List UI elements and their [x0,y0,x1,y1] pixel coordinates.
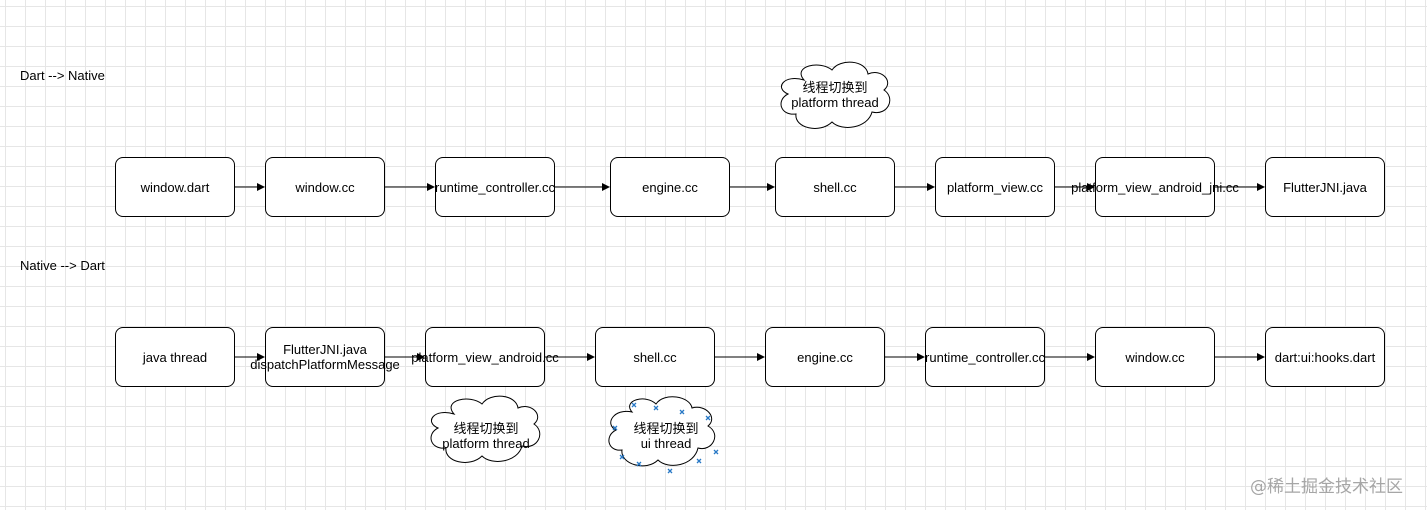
node-label: engine.cc [797,349,853,365]
cloud-label-3: 线程切换到 ui thread [633,421,699,451]
node-platform-view-cc[interactable]: platform_view.cc [935,157,1055,217]
node-runtime-controller-cc[interactable]: runtime_controller.cc [435,157,555,217]
node-runtime-controller-cc-2[interactable]: runtime_controller.cc [925,327,1045,387]
node-shell-cc-2[interactable]: shell.cc [595,327,715,387]
node-label: dart:ui:hooks.dart [1274,349,1376,365]
node-label: FlutterJNI.java dispatchPlatformMessage [250,342,400,372]
cloud-label-2: 线程切换到 platform thread [442,421,530,451]
node-label: platform_view_android_jni.cc [1071,179,1239,195]
node-label: window.cc [295,179,355,195]
node-label: shell.cc [633,349,677,365]
node-shell-cc[interactable]: shell.cc [775,157,895,217]
node-engine-cc-2[interactable]: engine.cc [765,327,885,387]
node-label: window.cc [1125,349,1185,365]
node-platform-view-android-jni-cc[interactable]: platform_view_android_jni.cc [1071,157,1239,217]
node-label: platform_view_android.cc [411,349,559,365]
node-flutterjni-dispatch[interactable]: FlutterJNI.java dispatchPlatformMessage [250,327,400,387]
node-window-cc-2[interactable]: window.cc [1095,327,1215,387]
node-engine-cc[interactable]: engine.cc [610,157,730,217]
node-flutterjni-java[interactable]: FlutterJNI.java [1265,157,1385,217]
node-label: shell.cc [813,179,857,195]
node-label: runtime_controller.cc [435,179,555,195]
cloud-shape-2[interactable] [430,395,541,463]
node-label: FlutterJNI.java [1283,179,1367,195]
node-dart-ui-hooks-dart[interactable]: dart:ui:hooks.dart [1265,327,1385,387]
node-window-cc[interactable]: window.cc [265,157,385,217]
cloud-label-1: 线程切换到 platform thread [791,80,879,110]
node-label: java thread [142,349,208,365]
section-label-native-to-dart: Native --> Dart [20,258,105,273]
node-label: runtime_controller.cc [925,349,1045,365]
node-platform-view-android-cc[interactable]: platform_view_android.cc [411,327,559,387]
cloud-shape-3-selected[interactable] [608,396,719,474]
node-label: engine.cc [642,179,698,195]
node-label: platform_view.cc [946,179,1044,195]
watermark: @稀土掘金技术社区 [1250,477,1403,497]
section-label-dart-to-native: Dart --> Native [20,68,105,83]
node-label: window.dart [140,179,210,195]
cloud-shape-1[interactable] [780,61,891,129]
node-java-thread[interactable]: java thread [115,327,235,387]
node-window-dart[interactable]: window.dart [115,157,235,217]
